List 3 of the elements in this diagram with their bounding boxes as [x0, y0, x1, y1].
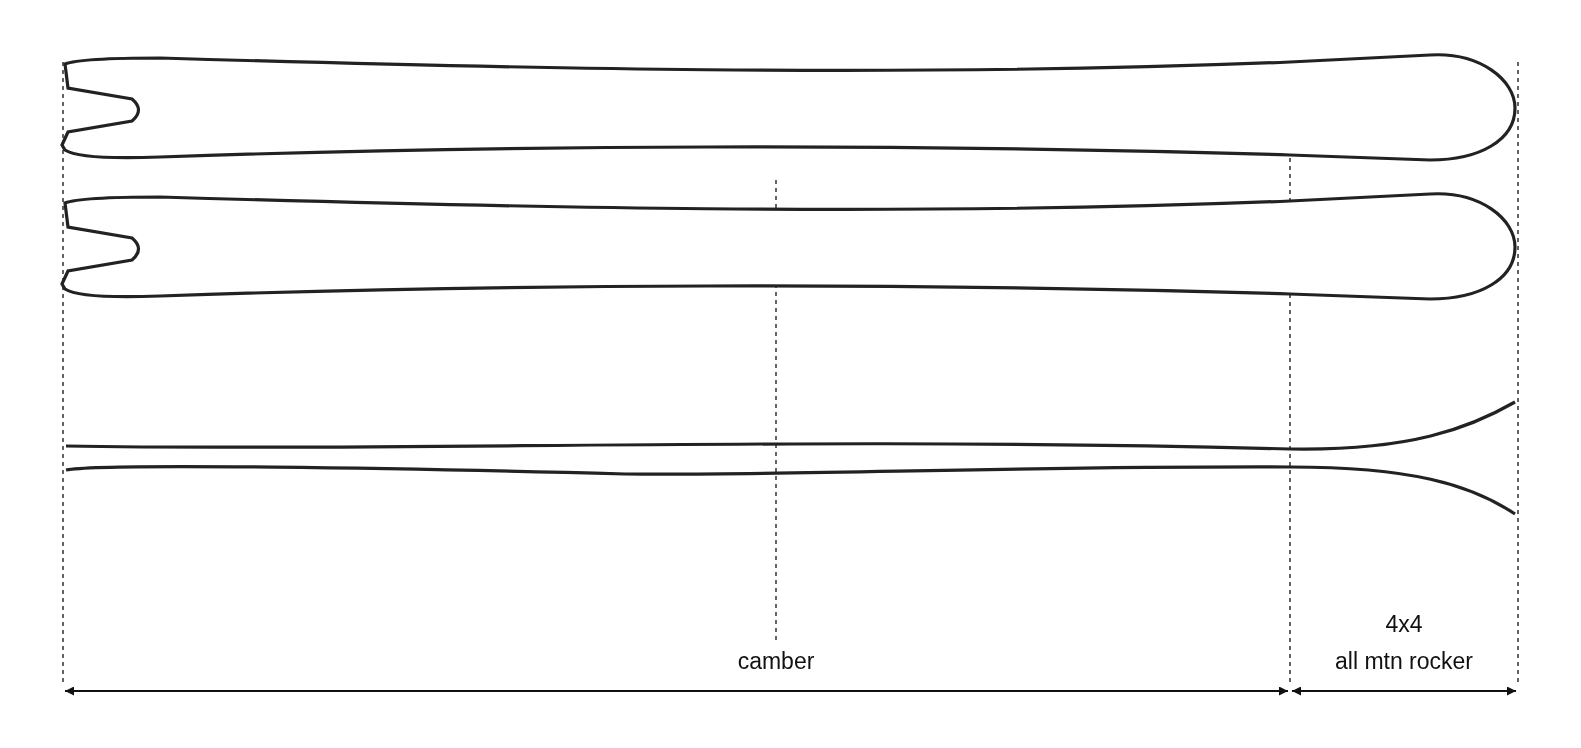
dimension-label: 4x4 [1385, 613, 1423, 636]
dimension-label: camber [737, 650, 815, 673]
dimension-label: all mtn rocker [1335, 650, 1473, 673]
